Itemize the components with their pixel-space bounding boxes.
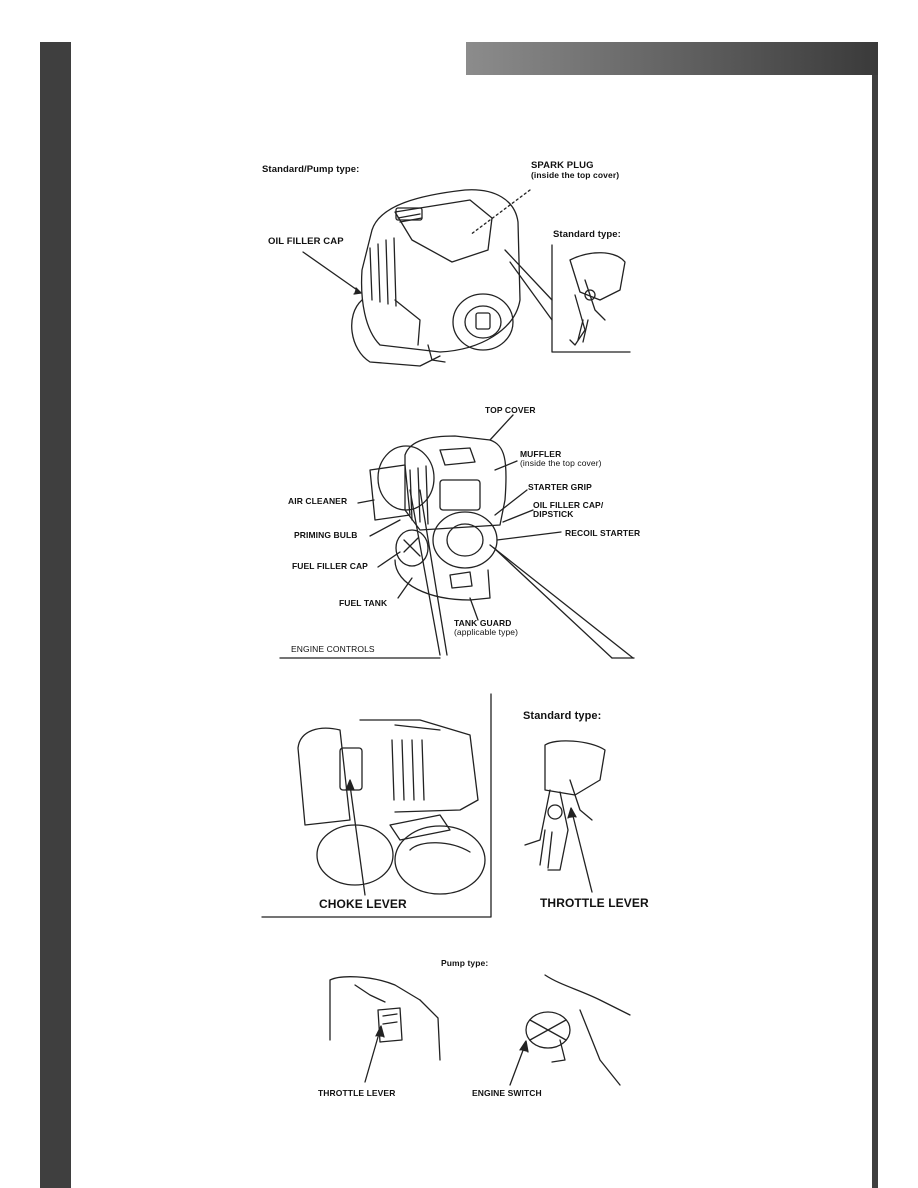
- fuel-filler-cap-label: FUEL FILLER CAP: [292, 561, 368, 571]
- fuel-tank-label: FUEL TANK: [339, 598, 388, 608]
- throttle-lever-standard-label: THROTTLE LEVER: [540, 896, 649, 910]
- pump-type-drawing: [330, 975, 630, 1085]
- tank-guard-text: TANK GUARD: [454, 618, 512, 628]
- oil-filler-cap-dipstick-label: OIL FILLER CAP/ DIPSTICK: [533, 500, 604, 520]
- choke-throttle-drawing: [262, 694, 605, 917]
- priming-bulb-label: PRIMING BULB: [294, 530, 358, 540]
- oil-filler-cap-line2: DIPSTICK: [533, 509, 574, 520]
- spark-plug-subtext: (inside the top cover): [531, 170, 620, 181]
- oil-filler-cap-label: OIL FILLER CAP: [268, 236, 344, 247]
- left-margin-bar: [40, 42, 71, 1188]
- oil-filler-cap-line1: OIL FILLER CAP/: [533, 500, 604, 510]
- header-gradient-bar: [466, 42, 878, 75]
- engine-overview-drawing: [303, 190, 630, 366]
- spark-plug-text: SPARK PLUG: [531, 160, 594, 171]
- pump-type-label: Pump type:: [441, 958, 489, 968]
- muffler-text: MUFFLER: [520, 449, 562, 459]
- throttle-lever-pump-label: THROTTLE LEVER: [318, 1088, 396, 1098]
- spark-plug-label: SPARK PLUG (inside the top cover): [531, 160, 620, 181]
- engine-switch-label: ENGINE SWITCH: [472, 1088, 542, 1098]
- muffler-subtext: (inside the top cover): [520, 458, 602, 469]
- muffler-label: MUFFLER (inside the top cover): [520, 449, 602, 469]
- tank-guard-label: TANK GUARD (applicable type): [454, 618, 519, 638]
- standard-type-label: Standard type:: [523, 710, 602, 722]
- engine-components-drawing: [280, 415, 634, 658]
- choke-lever-label: CHOKE LEVER: [319, 897, 407, 911]
- tank-guard-subtext: (applicable type): [454, 627, 519, 638]
- right-margin-bar: [872, 74, 878, 1188]
- inset-standard-type-label: Standard type:: [553, 229, 621, 240]
- engine-controls-label: ENGINE CONTROLS: [291, 644, 375, 654]
- top-cover-label: TOP COVER: [485, 405, 536, 415]
- fig1-heading: Standard/Pump type:: [262, 164, 360, 175]
- recoil-starter-label: RECOIL STARTER: [565, 528, 641, 538]
- starter-grip-label: STARTER GRIP: [528, 482, 592, 492]
- air-cleaner-label: AIR CLEANER: [288, 496, 348, 506]
